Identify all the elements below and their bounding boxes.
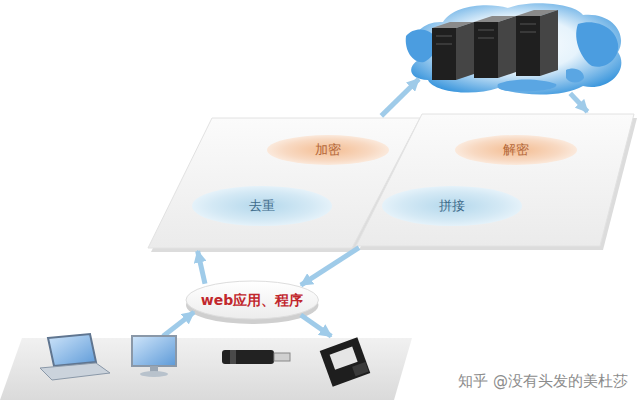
process-ellipse: 加密 bbox=[267, 135, 389, 165]
continent bbox=[497, 80, 556, 92]
flow-arrow bbox=[570, 93, 587, 111]
flow-arrow bbox=[301, 315, 331, 336]
rack-stripe bbox=[520, 32, 536, 33]
continent bbox=[576, 22, 618, 67]
rack-front bbox=[474, 22, 498, 78]
rack-side bbox=[456, 22, 474, 80]
flow-arrow bbox=[301, 248, 359, 285]
flow-arrow bbox=[381, 79, 419, 116]
monitor-screen bbox=[132, 336, 176, 366]
disc-top bbox=[186, 281, 318, 319]
process-ellipse: 拼接 bbox=[382, 186, 522, 226]
server-rack bbox=[432, 22, 474, 80]
laptop-screen bbox=[48, 334, 96, 366]
plane-surface bbox=[356, 114, 634, 246]
rack-stripe bbox=[478, 30, 494, 31]
monitor-icon bbox=[132, 336, 176, 377]
usb-body bbox=[222, 350, 274, 364]
cloud-outline bbox=[411, 3, 621, 94]
rack-side bbox=[498, 16, 516, 78]
card-chip bbox=[352, 362, 369, 376]
device-platform bbox=[0, 338, 412, 400]
device-platform-shape bbox=[0, 338, 412, 400]
node-label: 去重 bbox=[249, 198, 275, 214]
ellipse-fill bbox=[192, 186, 332, 226]
rack-stripe bbox=[520, 24, 536, 25]
watermark: 知乎 @没有头发的美杜莎 bbox=[458, 372, 628, 391]
card-reader bbox=[320, 337, 371, 386]
app-disc: web应用、程序 bbox=[186, 281, 318, 319]
ellipse-fill bbox=[382, 186, 522, 226]
rack-side bbox=[540, 10, 558, 76]
process-plane-shape bbox=[356, 114, 634, 246]
memory-card-icon bbox=[320, 337, 371, 386]
usb-stick-icon bbox=[222, 350, 290, 364]
continent bbox=[566, 68, 584, 82]
rack-stripe bbox=[436, 44, 452, 45]
monitor-base bbox=[140, 371, 168, 377]
flow-arrow bbox=[198, 251, 205, 284]
card-slot bbox=[330, 347, 358, 370]
process-ellipse: 去重 bbox=[192, 186, 332, 226]
continent bbox=[406, 29, 437, 62]
node-label: 加密 bbox=[315, 142, 341, 158]
platform-surface bbox=[0, 338, 412, 400]
rack-stripe bbox=[436, 36, 452, 37]
rack-stripe bbox=[478, 38, 494, 39]
node-label: 拼接 bbox=[439, 198, 465, 214]
rack-front bbox=[432, 28, 456, 80]
rack-top bbox=[516, 10, 558, 16]
cloud-server bbox=[398, 0, 628, 96]
ellipse-fill bbox=[455, 135, 577, 165]
rack-front bbox=[516, 16, 540, 76]
ellipse-fill bbox=[267, 135, 389, 165]
usb-plug bbox=[274, 353, 290, 361]
rack-top bbox=[432, 22, 474, 28]
monitor-stand bbox=[150, 366, 158, 372]
cloud-server-shape bbox=[398, 0, 628, 96]
node-label: web应用、程序 bbox=[201, 292, 303, 309]
flow-arrow bbox=[163, 312, 194, 336]
world-map bbox=[406, 22, 618, 91]
server-rack bbox=[516, 10, 558, 76]
usb-band bbox=[230, 350, 236, 364]
laptop-base bbox=[40, 363, 110, 380]
process-plane: 解密拼接 bbox=[356, 114, 634, 246]
server-rack bbox=[474, 16, 516, 78]
node-label: 解密 bbox=[503, 142, 529, 158]
laptop-icon bbox=[40, 334, 110, 380]
rack-top bbox=[474, 16, 516, 22]
process-ellipse: 解密 bbox=[455, 135, 577, 165]
